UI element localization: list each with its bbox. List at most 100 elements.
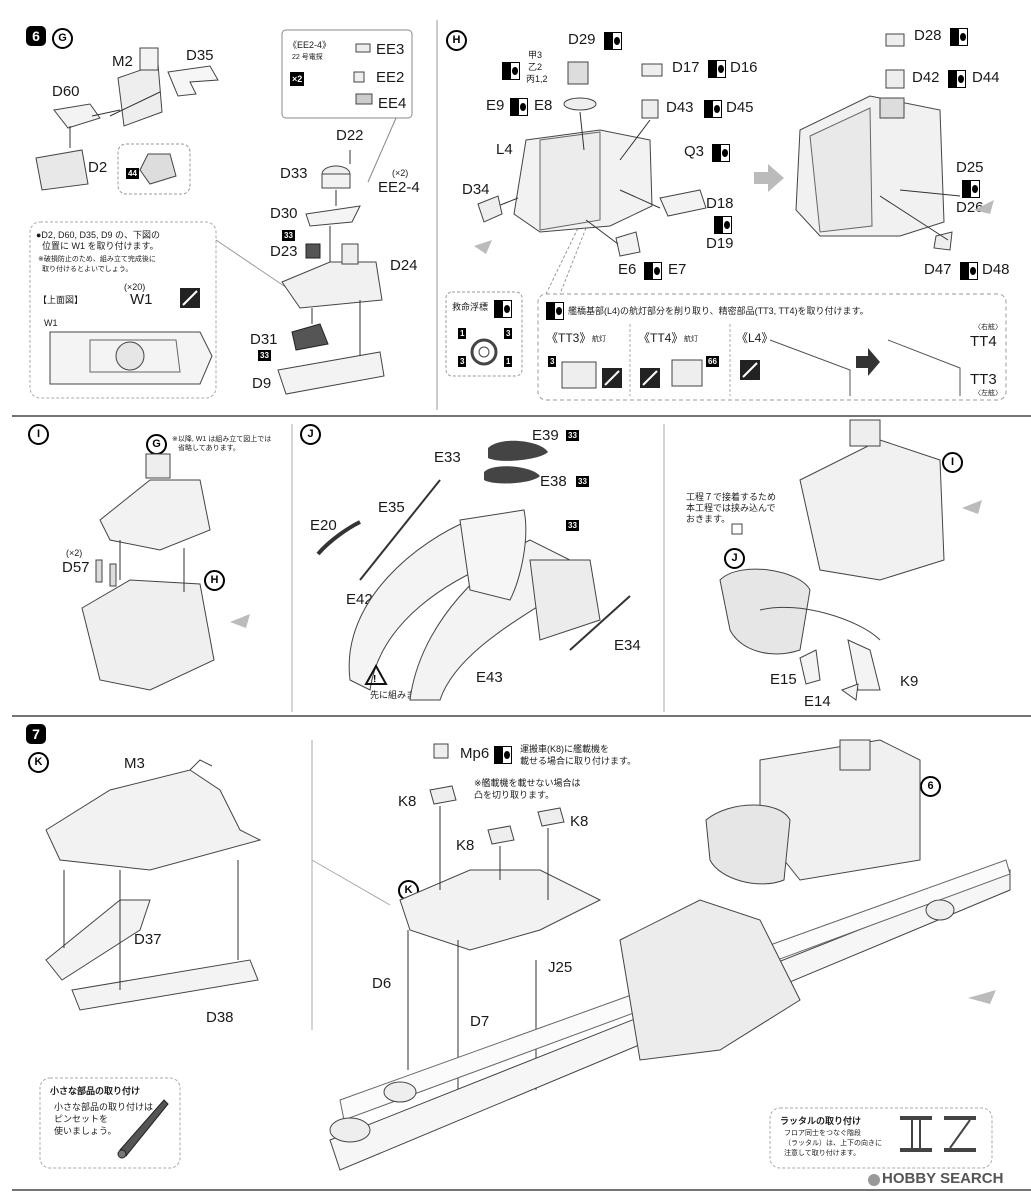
tt-drawings xyxy=(561,339,961,396)
sub-h-marker: H xyxy=(446,30,467,51)
part-label-d9: D9 xyxy=(252,375,272,392)
part-label-d28: D28 xyxy=(914,27,942,44)
tt-instruction: 艦橋基部(L4)の航灯部分を削り取り、精密部品(TT3, TT4)を取り付けます… xyxy=(568,306,869,316)
part-label-d38: D38 xyxy=(206,1009,234,1026)
color-swatch-icon xyxy=(950,28,968,46)
w1-quantity: (×20) xyxy=(124,282,146,292)
funnel-assembly-drawing: ! xyxy=(316,440,631,701)
part-label-e14: E14 xyxy=(804,693,831,710)
k-assembly-drawing xyxy=(45,759,262,1011)
step-7-badge: 7 xyxy=(26,724,46,744)
i-note-line-2: 省略してあります。 xyxy=(178,445,240,452)
step-6-badge: 6 xyxy=(26,26,46,46)
part-label-d31: D31 xyxy=(250,331,278,348)
mp6-note-line-1: 運搬車(K8)に艦載機を xyxy=(520,744,610,754)
ratal-line-1: フロア同士をつなぐ階段 xyxy=(784,1130,861,1137)
variant-label-3: 丙1,2 xyxy=(526,74,548,84)
g-note-line-1: ●D2, D60, D35, D9 の、下図の xyxy=(36,230,160,240)
d57-quantity: (×2) xyxy=(66,548,83,558)
part-label-e15: E15 xyxy=(770,671,797,688)
tt3-title: 《TT3》 xyxy=(546,331,592,345)
starboard-label: 〈右舷〉 xyxy=(974,324,1002,331)
part-label-tt4: TT4 xyxy=(970,333,997,350)
part-label-d60: D60 xyxy=(52,83,80,100)
part-label-d43: D43 xyxy=(666,99,694,116)
color-swatch-icon xyxy=(948,70,966,88)
sub-k-marker: K xyxy=(28,752,49,773)
color-swatch-icon xyxy=(644,262,662,280)
color-swatch-icon xyxy=(604,32,622,50)
part-label-w1: W1 xyxy=(130,291,153,308)
lifebuoy-count-3a: 3 xyxy=(504,328,513,339)
svg-text:!: ! xyxy=(373,674,376,685)
color-swatch-icon xyxy=(494,300,512,318)
bridge-assembly-drawing xyxy=(277,150,385,395)
ref-step-6-marker: 6 xyxy=(920,776,941,797)
part-label-e7: E7 xyxy=(668,261,687,278)
part-label-e33: E33 xyxy=(434,449,461,466)
g-note-line-4: 取り付けるとよいでしょう。 xyxy=(42,266,133,273)
color-swatch-icon xyxy=(714,216,732,234)
part-label-d2: D2 xyxy=(88,159,108,176)
j-note-line-3: おきます。 xyxy=(686,514,731,524)
part-label-e6: E6 xyxy=(618,261,637,278)
g-assembly-drawing xyxy=(35,47,219,195)
h-assembly-drawing xyxy=(470,33,994,366)
ref-i-marker: I xyxy=(942,452,963,473)
part-label-e43: E43 xyxy=(476,669,503,686)
part-label-d33: D33 xyxy=(280,165,308,182)
ref-number-33a: 33 xyxy=(282,230,295,241)
ref-j-marker: J xyxy=(724,548,745,569)
sub-i-marker: I xyxy=(28,424,49,445)
part-label-e42: E42 xyxy=(346,591,373,608)
color-swatch-icon xyxy=(712,144,730,162)
part-label-e38: E38 xyxy=(540,473,567,490)
color-swatch-icon xyxy=(960,262,978,280)
ee-title: 《EE2-4》 xyxy=(288,40,332,50)
part-label-d37: D37 xyxy=(134,931,162,948)
color-swatch-icon xyxy=(962,180,980,198)
lifebuoy-label: 救命浮標 xyxy=(452,302,489,312)
tweezers-icon xyxy=(117,1099,169,1159)
part-label-l4: L4 xyxy=(496,141,513,158)
tt4-title: 《TT4》 xyxy=(638,331,684,345)
part-label-d22: D22 xyxy=(336,127,364,144)
part-label-d24: D24 xyxy=(390,257,418,274)
part-label-e35: E35 xyxy=(378,499,405,516)
part-label-k8-c: K8 xyxy=(456,837,475,854)
lifebuoy-count-1b: 1 xyxy=(504,356,513,367)
ratal-diagram xyxy=(900,1116,976,1152)
ref-number-33b: 33 xyxy=(258,350,271,361)
l4-title: 《L4》 xyxy=(736,331,774,345)
ee-drawing xyxy=(353,43,373,105)
watermark: HOBBY SEARCH xyxy=(882,1170,1004,1187)
part-label-d17: D17 xyxy=(672,59,700,76)
ref-number-44: 44 xyxy=(126,168,139,179)
hull-assembly-drawing xyxy=(329,739,1011,1171)
part-label-d7: D7 xyxy=(470,1013,490,1030)
tt4-subtitle: 航灯 xyxy=(684,336,698,343)
part-label-d29: D29 xyxy=(568,31,596,48)
part-label-k8-b: K8 xyxy=(570,813,589,830)
warn-note: 先に組みます。 xyxy=(370,690,433,700)
part-label-j25: J25 xyxy=(548,959,573,976)
part-label-q3: Q3 xyxy=(684,143,705,160)
part-label-tt3: TT3 xyxy=(970,371,997,388)
port-label: 〈左舷〉 xyxy=(974,390,1002,397)
part-label-d16: D16 xyxy=(730,59,758,76)
j-right-drawing xyxy=(719,419,982,701)
part-label-ee4: EE4 xyxy=(378,95,407,112)
part-label-e20: E20 xyxy=(310,517,337,534)
ref-number-3: 3 xyxy=(548,356,557,367)
part-label-e8: E8 xyxy=(534,97,553,114)
j-note-line-1: 工程７で接着するため xyxy=(686,492,777,502)
variant-label-2: 乙2 xyxy=(528,62,543,72)
part-label-w1-left: W1 xyxy=(44,318,58,328)
color-swatch-icon xyxy=(502,62,520,80)
part-label-ee3: EE3 xyxy=(376,41,405,58)
small-parts-line-2: ピンセットを xyxy=(54,1114,109,1124)
j-note-line-2: 本工程では挟み込んで xyxy=(686,503,776,513)
part-label-d44: D44 xyxy=(972,69,1000,86)
sub-j-marker: J xyxy=(300,424,321,445)
